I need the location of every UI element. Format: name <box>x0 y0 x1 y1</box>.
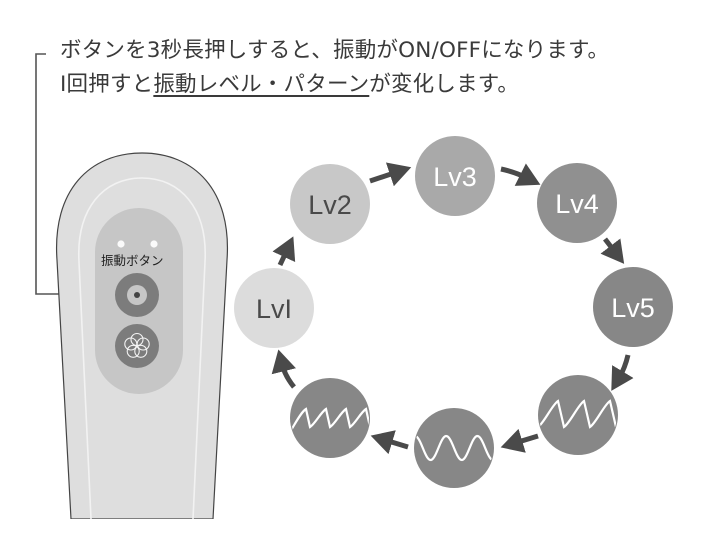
level-node-2: Lv2 <box>290 164 370 244</box>
node-circle <box>538 375 618 455</box>
level-label: Lv2 <box>308 190 352 220</box>
node-circle <box>290 378 370 458</box>
node-circle <box>593 267 673 347</box>
pattern-node-1 <box>538 375 618 455</box>
instruction-line-1: ボタンを3秒長押しすると、振動がON/OFFになります。 <box>60 40 609 62</box>
device <box>40 152 240 544</box>
level-label: LvI <box>256 294 292 324</box>
instruction-prefix: I回押すと <box>60 72 154 97</box>
flower-button[interactable] <box>115 324 159 368</box>
indicator-light <box>150 240 158 248</box>
arrow-lv1-to-lv2 <box>272 236 296 267</box>
level-label: Lv3 <box>433 162 477 192</box>
arrow-lv2-to-lv3 <box>369 162 412 187</box>
vibration-button[interactable] <box>115 273 159 317</box>
sawtooth-wave-icon <box>539 399 617 429</box>
sine-wave-icon <box>415 434 493 462</box>
vibration-button-label: 振動ボタン <box>101 253 164 268</box>
level-node-5: Lv5 <box>593 267 673 347</box>
level-node-1: LvI <box>234 268 314 348</box>
arrow-pattern3-to-lv1 <box>271 349 296 389</box>
node-circle <box>415 136 495 216</box>
arrow-lv5-to-pattern1 <box>611 354 634 391</box>
instruction-underlined: 振動レベル・パターン <box>153 72 370 97</box>
instruction-text-1: ボタンを3秒長押しすると、振動がON/OFFになります。 <box>60 38 610 63</box>
device-inner-outline <box>78 177 206 520</box>
node-circle <box>234 268 314 348</box>
level-node-4: Lv4 <box>537 163 617 243</box>
ring-dot-icon <box>134 292 140 298</box>
pattern-node-3 <box>290 378 370 458</box>
node-circle <box>290 164 370 244</box>
arrow-pattern1-to-pattern2 <box>500 428 539 453</box>
cycle-arrows <box>271 162 634 455</box>
arrow-lv3-to-lv4 <box>500 163 541 186</box>
instruction-line-2: I回押すと振動レベル・パターンが変化します。 <box>60 74 519 96</box>
node-circle <box>537 163 617 243</box>
flower-icon <box>124 332 150 358</box>
pattern-node-2 <box>414 408 494 488</box>
arrow-pattern2-to-pattern3 <box>370 430 409 455</box>
instruction-suffix: が変化します。 <box>369 72 520 97</box>
level-label: Lv4 <box>555 189 599 219</box>
small-sawtooth-wave-icon <box>291 407 369 433</box>
indicator-light <box>117 240 125 248</box>
arrow-lv4-to-lv5 <box>600 237 625 264</box>
level-node-3: Lv3 <box>415 136 495 216</box>
level-label: Lv5 <box>611 293 655 323</box>
